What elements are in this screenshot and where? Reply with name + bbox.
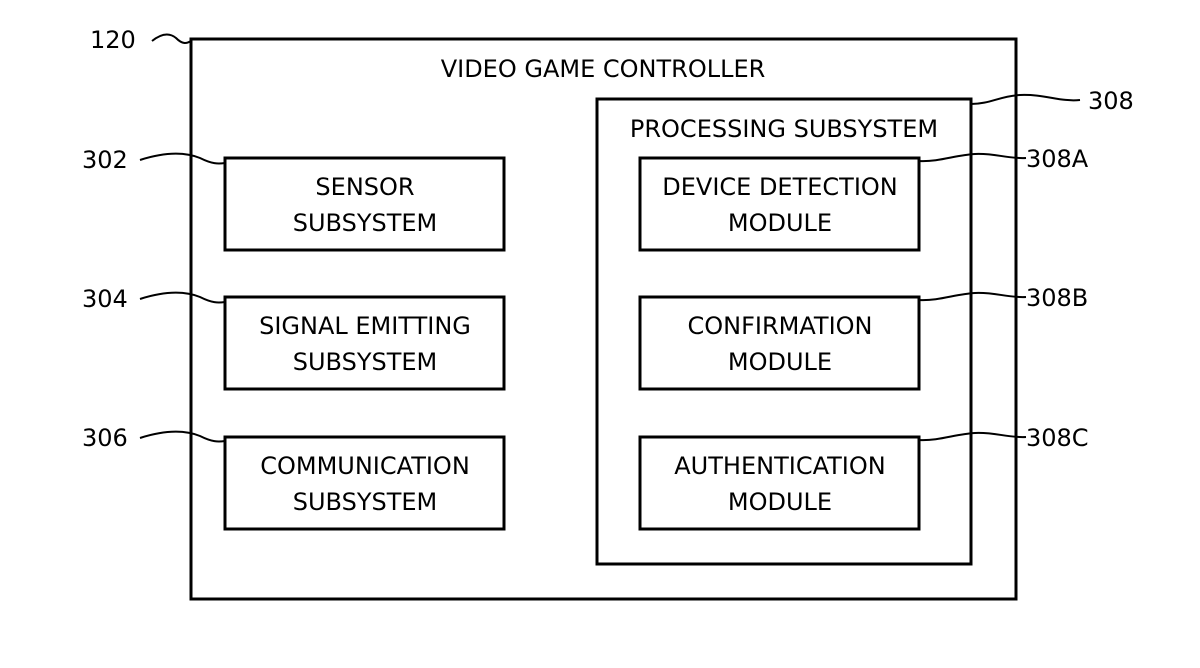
communication-line1: COMMUNICATION [260, 452, 470, 480]
ref-120-leader [151, 33, 192, 44]
communication-subsystem-box [223, 435, 506, 531]
controller-title: VIDEO GAME CONTROLLER [441, 55, 766, 83]
sensor-subsystem-line2: SUBSYSTEM [293, 209, 438, 237]
ref-120: 120 [90, 26, 136, 54]
ref-308a: 308A [1026, 145, 1089, 173]
device-detection-line2: MODULE [728, 209, 832, 237]
ref-302: 302 [82, 146, 128, 174]
confirmation-line1: CONFIRMATION [687, 312, 872, 340]
ref-306: 306 [82, 424, 128, 452]
ref-308-leader [970, 93, 1081, 105]
device-detection-module-box [638, 156, 921, 252]
ref-308b: 308B [1026, 284, 1088, 312]
ref-304-leader [139, 291, 226, 304]
signal-emitting-line1: SIGNAL EMITTING [259, 312, 471, 340]
communication-line2: SUBSYSTEM [293, 488, 438, 516]
sensor-subsystem-box [223, 156, 506, 252]
ref-308b-leader [918, 291, 1027, 302]
signal-emitting-subsystem-box [223, 295, 506, 391]
processing-subsystem-title: PROCESSING SUBSYSTEM [630, 115, 938, 143]
authentication-module-box [638, 435, 921, 531]
confirmation-module-box [638, 295, 921, 391]
signal-emitting-line2: SUBSYSTEM [293, 348, 438, 376]
authentication-line2: MODULE [728, 488, 832, 516]
authentication-line1: AUTHENTICATION [674, 452, 885, 480]
ref-308: 308 [1088, 87, 1134, 115]
sensor-subsystem-line1: SENSOR [315, 173, 414, 201]
confirmation-line2: MODULE [728, 348, 832, 376]
ref-302-leader [139, 152, 226, 165]
ref-306-leader [139, 430, 226, 443]
ref-304: 304 [82, 285, 128, 313]
device-detection-line1: DEVICE DETECTION [662, 173, 898, 201]
ref-308c: 308C [1026, 424, 1089, 452]
ref-308a-leader [918, 152, 1027, 163]
ref-308c-leader [918, 431, 1027, 442]
